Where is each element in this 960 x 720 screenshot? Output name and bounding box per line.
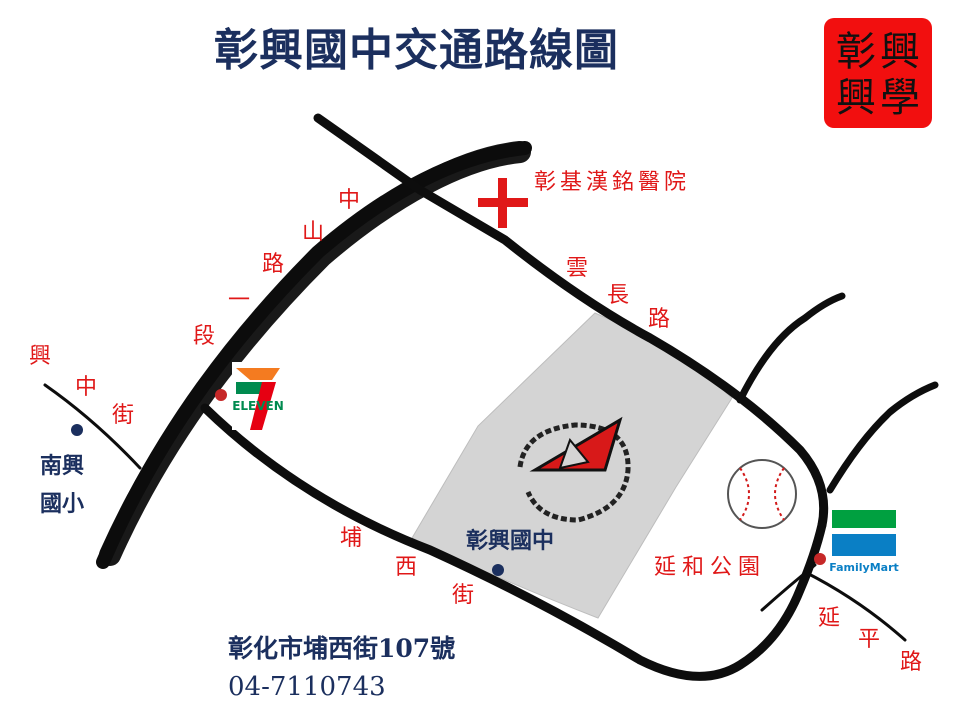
road-ne-branch-2 [826,381,939,494]
elementary-school-label: 南興 [40,454,85,479]
road-label-yunchang: 長 [607,283,630,308]
road-label-puxi: 埔 [340,526,363,551]
road-label-yunchang: 雲 [566,256,589,281]
road-puxi [200,403,827,681]
location-dot-icon [215,389,227,401]
road-xingzhong [43,383,142,470]
road-label-yunchang: 路 [648,307,671,332]
seven-eleven-text: ELEVEN [232,399,284,413]
seal-char: 興 [836,75,876,121]
location-dot-icon [814,553,826,565]
location-dot-icon [71,424,83,436]
baseball-icon [727,459,797,529]
seal-char: 彰 [836,29,876,75]
school-emblem-icon [517,416,631,523]
familymart-text: FamilyMart [829,561,899,574]
road-yanping [803,570,907,642]
road-label-yanping: 平 [858,627,881,652]
road-ne-branch-1 [736,292,846,404]
road-zhongshan-taper [99,141,531,566]
hospital-cross-icon [478,178,528,228]
road-label-zhongshan: 中 [338,188,361,213]
road-label-xingzhong: 中 [75,375,98,400]
elementary-school-label: 國小 [40,492,85,517]
road-label-zhongshan: 段 [193,324,216,349]
page-title: 彰興國中交通路線圖 [214,25,619,76]
school-phone: 04-7110743 [228,672,386,702]
hospital-label: 彰基漢銘醫院 [534,170,691,195]
road-label-xingzhong: 興 [29,344,52,369]
seal-char: 興 [880,29,920,75]
school-seal-logo: 彰 興 興 學 [824,18,932,128]
road-label-zhongshan: 路 [262,252,285,277]
school-label: 彰興國中 [466,529,555,554]
seven-eleven-logo: ELEVEN [232,362,284,430]
park-label: 延和公園 [654,555,767,580]
road-label-zhongshan: 一 [228,288,251,313]
road-label-puxi: 街 [452,583,475,608]
road-label-xingzhong: 街 [112,403,135,428]
road-yunchang [313,113,829,530]
road-label-yanping: 延 [818,606,841,631]
road-yanping-west [760,563,817,612]
seal-char: 學 [880,75,920,121]
location-dot-icon [492,564,504,576]
school-address: 彰化市埔西街107號 [228,634,456,663]
road-label-puxi: 西 [395,555,418,580]
familymart-logo: FamilyMart [829,510,899,574]
road-label-zhongshan: 山 [302,220,325,245]
road-label-yanping: 路 [900,650,923,675]
